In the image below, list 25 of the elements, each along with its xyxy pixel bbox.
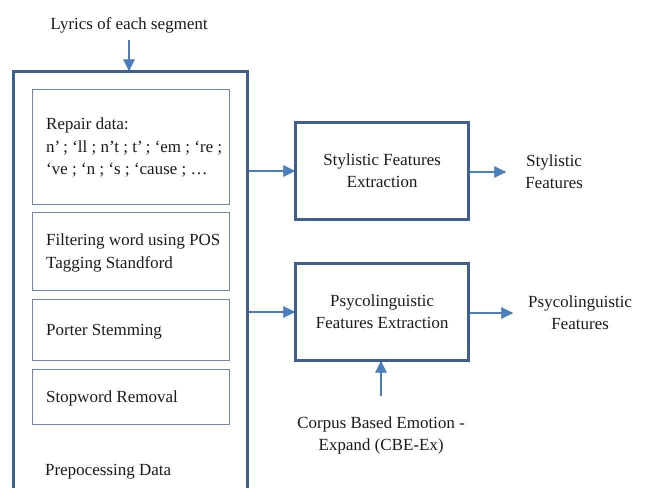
step-text: n’ ; ‘ll ; n’t ; t’ ; ‘em ; ‘re ; ‘ve ; ‘n ; ‘s ; ‘cause ; …: [46, 136, 223, 180]
step-text: Repair data:: [46, 113, 129, 136]
label-text: Lyrics of each segment: [50, 12, 208, 35]
process-step-box: [32, 299, 230, 361]
process-step-box: [32, 369, 230, 425]
label-text: Psycolinguistic Features: [527, 290, 633, 335]
step-text: Stopword Removal: [46, 386, 178, 408]
process-step-box: [32, 89, 230, 205]
arrow: [249, 306, 296, 318]
process-group-box: [12, 70, 249, 488]
label-text: Stylistic Features: [524, 150, 584, 194]
process-step-box: [32, 212, 230, 291]
process-text: Stylistic Features Extraction: [322, 148, 442, 193]
arrow: [375, 360, 387, 396]
arrow: [470, 166, 506, 178]
label-text: Corpus Based Emotion - Expand (CBE-Ex): [296, 412, 466, 456]
arrow: [123, 40, 135, 72]
process-box: [294, 121, 470, 221]
step-text: Porter Stemming: [46, 318, 162, 341]
arrow: [470, 307, 514, 319]
process-box: [294, 262, 470, 362]
process-text: Psycolinguistic Features Extraction: [314, 290, 450, 334]
group-title: Prepocessing Data: [45, 458, 172, 481]
arrow: [249, 165, 296, 177]
step-text: Filtering word using POS Tagging Standford: [46, 229, 222, 274]
